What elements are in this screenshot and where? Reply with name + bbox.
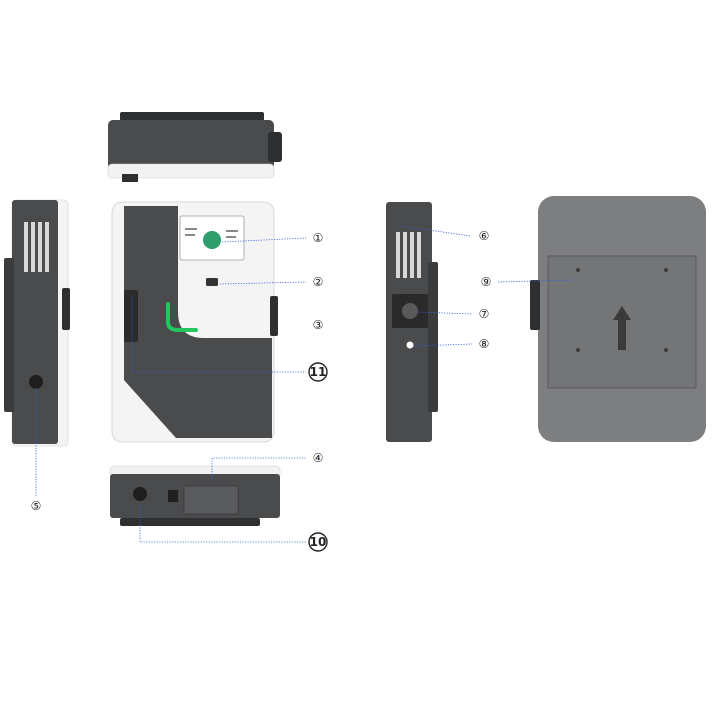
- callout-10: 10: [308, 532, 328, 552]
- callout-11: 11: [308, 362, 328, 382]
- card-reader-icon: [206, 278, 218, 286]
- callout-6: ⑥: [479, 229, 490, 243]
- callout-7: ⑦: [479, 307, 490, 321]
- callout-2: ②: [313, 275, 324, 289]
- callout-3: ③: [313, 318, 324, 332]
- callout-1: ①: [313, 231, 324, 245]
- svg-text:11: 11: [310, 365, 327, 379]
- left-side-port: [29, 375, 43, 389]
- right-small-port: [406, 341, 414, 349]
- left-vent-slots: [24, 222, 49, 272]
- left-side-view: [4, 199, 70, 447]
- bottom-vent-grille: [183, 485, 239, 515]
- screen-globe-icon: [203, 231, 221, 249]
- front-view: [111, 201, 278, 443]
- callout-labels: ① ② ③ 11 ④ ⑤ 10 ⑥ ⑦ ⑧ ⑨: [31, 229, 492, 552]
- bottom-port: [133, 487, 147, 501]
- callout-8: ⑧: [479, 337, 490, 351]
- top-view: [107, 112, 282, 182]
- callout-5: ⑤: [31, 499, 42, 513]
- svg-text:10: 10: [310, 535, 327, 549]
- callout-9: ⑨: [481, 275, 492, 289]
- right-vent-slots: [396, 232, 421, 278]
- arrow-up-icon: [613, 306, 631, 350]
- back-view: [530, 196, 706, 442]
- status-light: [166, 302, 198, 332]
- bottom-view: [109, 465, 281, 526]
- right-side-view: [386, 202, 438, 442]
- leader-lines: [35, 225, 573, 543]
- callout-4: ④: [313, 451, 324, 465]
